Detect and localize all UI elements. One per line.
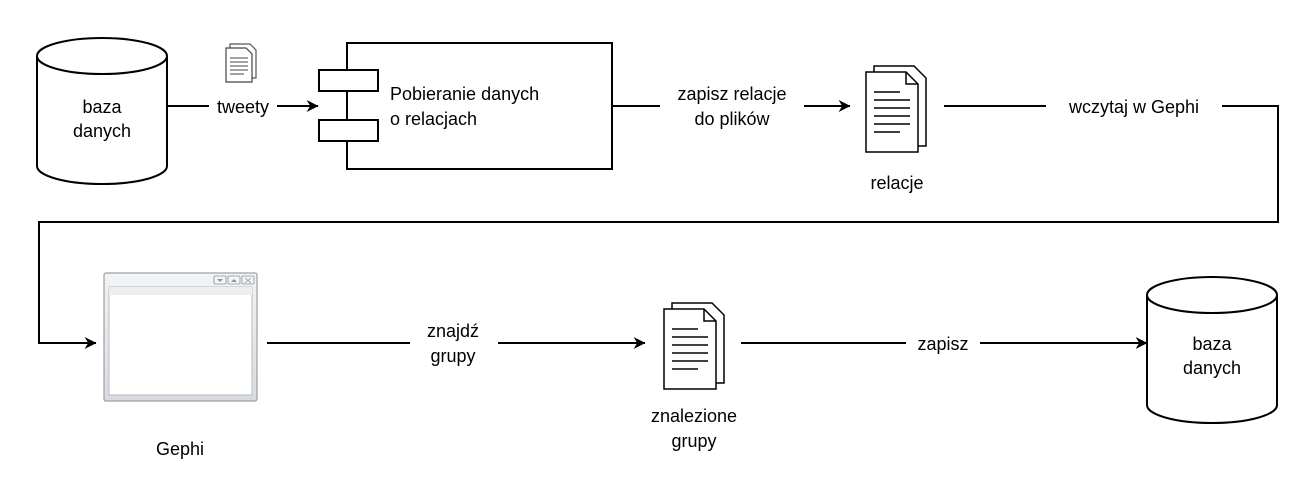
edge-save-relations-label-2: do plików <box>694 109 770 129</box>
database-top: baza danych <box>36 37 168 185</box>
edge-tweets: tweety <box>167 94 319 118</box>
document-icon <box>225 43 257 83</box>
documents-stack-icon <box>663 302 725 390</box>
edge-find-groups-label-2: grupy <box>430 346 475 366</box>
edge-save: zapisz <box>741 331 1148 355</box>
database-top-label-1: baza <box>82 97 122 117</box>
edge-save-relations-label-1: zapisz relacje <box>677 84 786 104</box>
documents-stack-icon <box>865 65 927 153</box>
edge-find-groups-label-1: znajdź <box>427 321 479 341</box>
database-bottom-label-1: baza <box>1192 334 1232 354</box>
database-top-label-2: danych <box>73 121 131 141</box>
relations-label: relacje <box>870 173 923 193</box>
edge-tweets-label: tweety <box>217 97 269 117</box>
edge-find-groups: znajdź grupy <box>267 317 646 369</box>
edge-load-gephi: wczytaj w Gephi <box>38 94 1279 349</box>
database-bottom: baza danych <box>1146 276 1278 424</box>
found-groups-label-1: znalezione <box>651 406 737 426</box>
database-bottom-label-2: danych <box>1183 358 1241 378</box>
found-groups-label-2: grupy <box>671 431 716 451</box>
application-window-icon <box>103 272 258 402</box>
edge-save-label: zapisz <box>917 334 968 354</box>
edge-save-relations: zapisz relacje do plików <box>612 80 851 132</box>
edge-load-gephi-label: wczytaj w Gephi <box>1068 97 1199 117</box>
component-label-1: Pobieranie danych <box>390 84 539 104</box>
component-box: Pobieranie danych o relacjach <box>318 42 613 170</box>
gephi-label: Gephi <box>156 439 204 459</box>
component-label-2: o relacjach <box>390 109 477 129</box>
